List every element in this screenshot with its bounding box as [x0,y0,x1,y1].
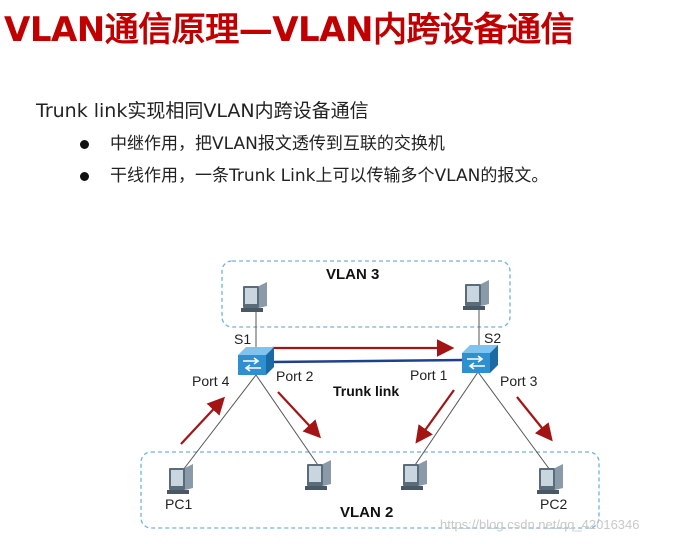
switch-icon [461,344,499,374]
switch-s2-label: S2 [484,330,501,346]
arrow-icon [180,339,553,445]
links [182,310,551,471]
trunk-link-line [271,358,465,364]
port4-label: Port 4 [192,373,230,389]
port3-label: Port 3 [500,373,538,389]
computer-icon [537,464,563,494]
trunk-link-label: Trunk link [333,383,399,399]
bullet-dot-icon [80,172,89,181]
watermark: https://blog.csdn.net/qq_42016346 [440,517,640,532]
pc1-label: PC1 [165,496,192,512]
bullet-item: 中继作用，把VLAN报文透传到互联的交换机 [80,128,548,160]
port1-label: Port 1 [410,367,448,383]
vlan2-label: VLAN 2 [340,504,393,521]
slide-title: VLAN通信原理—VLAN内跨设备通信 [4,10,575,50]
computer-icon [167,464,193,494]
pc2-label: PC2 [540,496,567,512]
computer-icon [241,282,267,312]
vlan2-box [140,451,600,529]
port2-label: Port 2 [276,368,314,384]
section-heading: Trunk link实现相同VLAN内跨设备通信 [36,100,369,122]
vlan3-label: VLAN 3 [326,266,379,283]
bullet-list: 中继作用，把VLAN报文透传到互联的交换机 干线作用，一条Trunk Link上… [80,128,548,192]
vlan3-box [221,260,511,328]
computer-icon [305,460,331,490]
bullet-item: 干线作用，一条Trunk Link上可以传输多个VLAN的报文。 [80,160,548,192]
switch-s1-label: S1 [234,331,251,347]
computer-icon [463,280,489,310]
switch-icon [237,346,275,376]
computer-icon [401,460,427,490]
bullet-dot-icon [80,140,89,149]
